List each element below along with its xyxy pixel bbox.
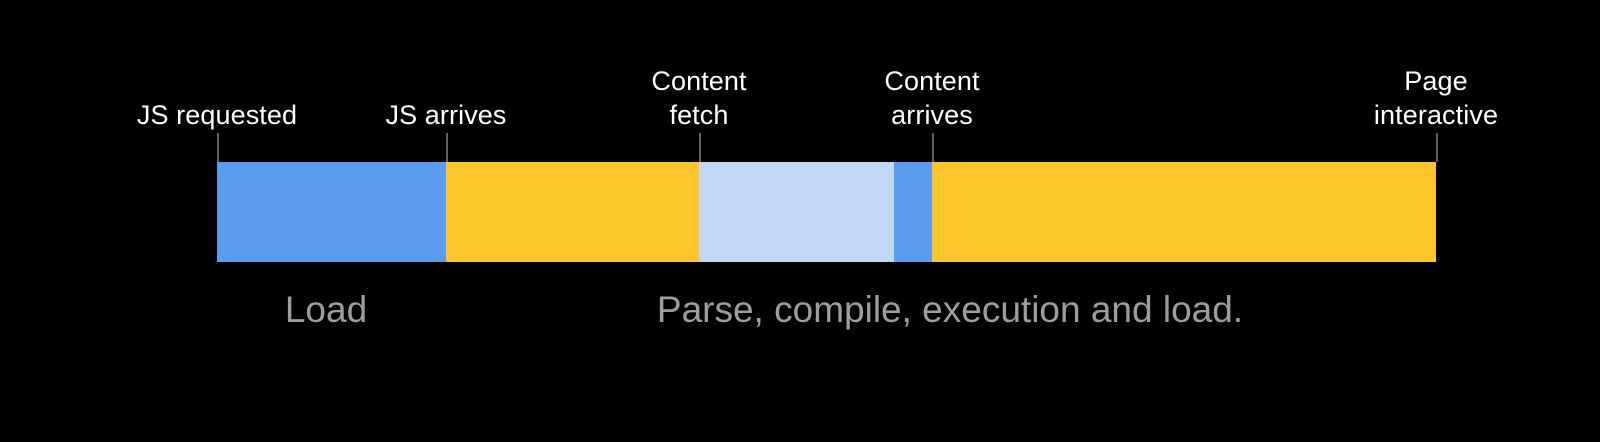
timeline-segment-content-load: [894, 162, 932, 262]
timeline-caption-parse-compile-execution-load: Parse, compile, execution and load.: [656, 289, 1244, 330]
timeline-segment-js-parse-compile-execute: [446, 162, 699, 262]
timeline-marker-connector-js-requested: [217, 133, 219, 162]
timeline-marker-label-js-requested: JS requested: [136, 100, 298, 130]
timeline-marker-label-page-interactive: Page interactive: [1373, 66, 1499, 130]
timeline-marker-connector-page-interactive: [1436, 133, 1438, 162]
timeline-segment-js-load: [217, 162, 446, 262]
timeline-marker-connector-js-arrives: [446, 133, 448, 162]
timeline-bar: [217, 162, 1436, 262]
timeline-marker-label-content-fetch: Content fetch: [651, 66, 747, 130]
timeline-caption-load: Load: [284, 289, 368, 330]
timeline-marker-connector-content-fetch: [699, 133, 701, 162]
timeline-segment-content-fetch-wait: [699, 162, 894, 262]
timeline-marker-label-content-arrives: Content arrives: [884, 66, 980, 130]
timeline-segment-content-parse-execute: [932, 162, 1436, 262]
timeline-marker-label-js-arrives: JS arrives: [385, 100, 507, 130]
timeline-marker-connector-content-arrives: [932, 133, 934, 162]
